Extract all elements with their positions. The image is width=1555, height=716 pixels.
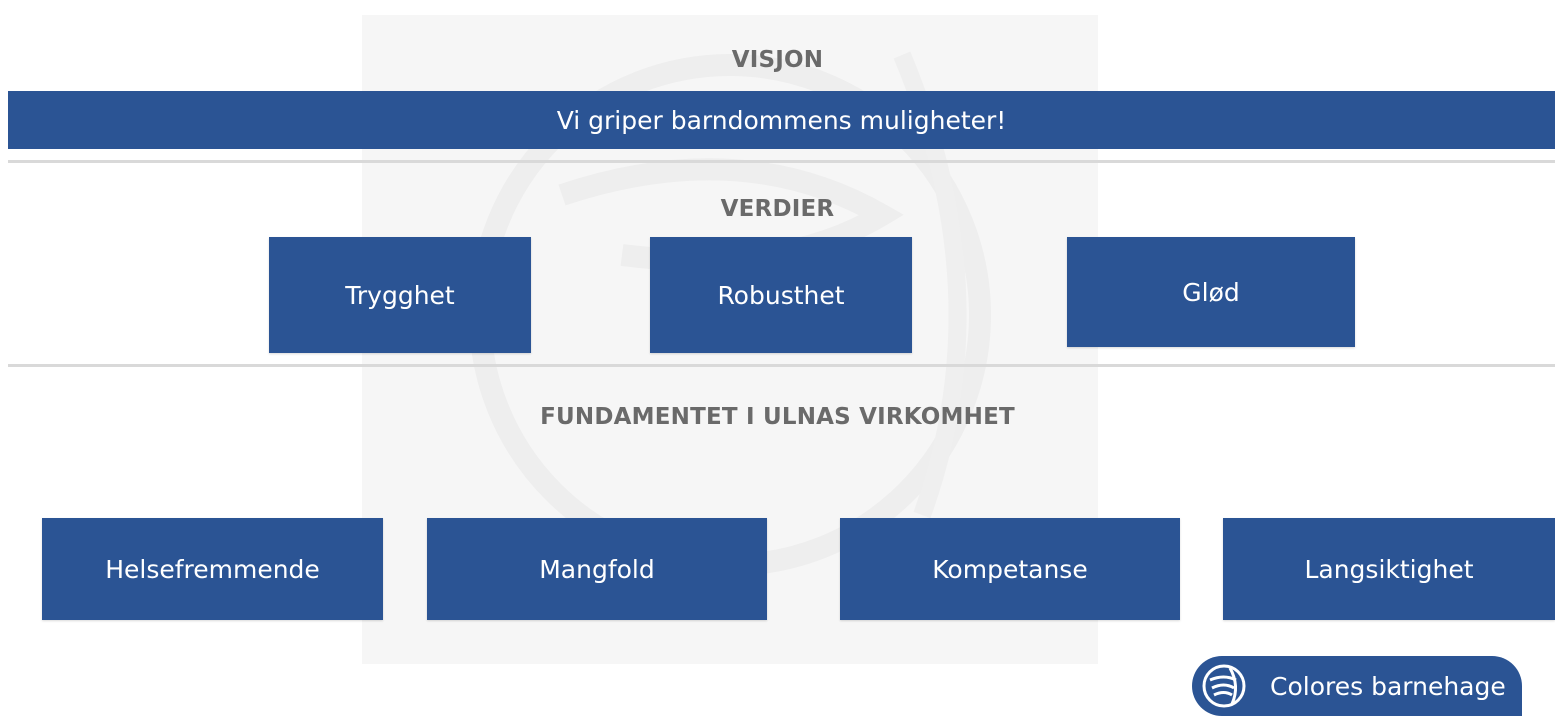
vision-heading: VISJON xyxy=(731,47,824,73)
value-box-robusthet: Robusthet xyxy=(650,237,912,353)
value-box-trygghet: Trygghet xyxy=(269,237,531,353)
colores-logo-icon xyxy=(1200,662,1248,710)
badge-label: Colores barnehage xyxy=(1270,671,1506,701)
foundation-box-mangfold: Mangfold xyxy=(427,518,767,620)
value-box-glod: Glød xyxy=(1067,237,1355,347)
divider-middle xyxy=(8,364,1555,367)
foundation-box-helsefremmende: Helsefremmende xyxy=(42,518,383,620)
values-heading: VERDIER xyxy=(720,196,835,222)
colores-badge[interactable]: Colores barnehage xyxy=(1192,656,1522,716)
foundation-box-langsiktighet: Langsiktighet xyxy=(1223,518,1555,620)
vision-statement: Vi griper barndommens muligheter! xyxy=(8,91,1555,149)
foundation-box-kompetanse: Kompetanse xyxy=(840,518,1180,620)
divider-top xyxy=(8,160,1555,163)
foundation-heading: FUNDAMENTET I ULNAS VIRKOMHET xyxy=(540,404,1015,430)
